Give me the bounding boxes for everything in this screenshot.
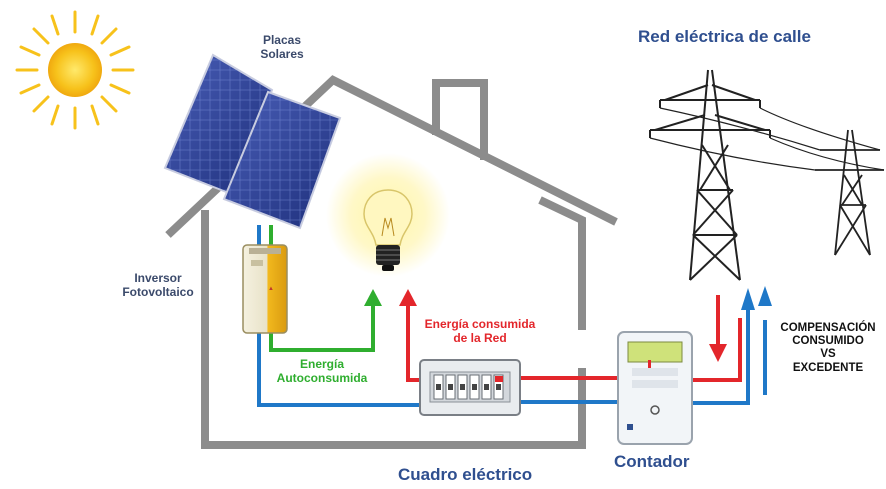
electrical-panel-label: Cuadro eléctrico <box>398 465 533 484</box>
red-wire <box>406 295 742 382</box>
power-lines <box>649 107 885 171</box>
red-arrow-down <box>709 344 727 362</box>
grid-title: Red eléctrica de calle <box>638 27 811 46</box>
inverter-label: Inversor Fotovoltaico <box>122 271 194 299</box>
compensation-label: COMPENSACIÓN CONSUMIDO VS EXCEDENTE <box>780 322 876 374</box>
solar-panel-right <box>222 90 342 230</box>
sun-icon <box>15 10 135 130</box>
solar-panels <box>163 53 342 230</box>
power-tower-small <box>815 129 884 256</box>
grid-consumed-label: Energía consumida de la Red <box>424 317 536 345</box>
electric-meter <box>617 331 693 445</box>
light-bulb-icon <box>326 153 450 277</box>
meter-label: Contador <box>614 452 690 471</box>
inverter-device: ▲ <box>242 244 288 334</box>
red-arrow-up <box>399 289 417 306</box>
electrical-panel <box>419 359 521 416</box>
svg-text:▲: ▲ <box>268 286 274 292</box>
power-tower-large <box>649 69 771 281</box>
green-arrow-up <box>364 289 382 306</box>
blue-arrow-grid <box>758 286 772 306</box>
blue-arrow-up <box>741 288 755 310</box>
self-consumed-label: Energía Autoconsumida <box>276 357 368 385</box>
solar-panels-label: Placas Solares <box>260 33 304 61</box>
